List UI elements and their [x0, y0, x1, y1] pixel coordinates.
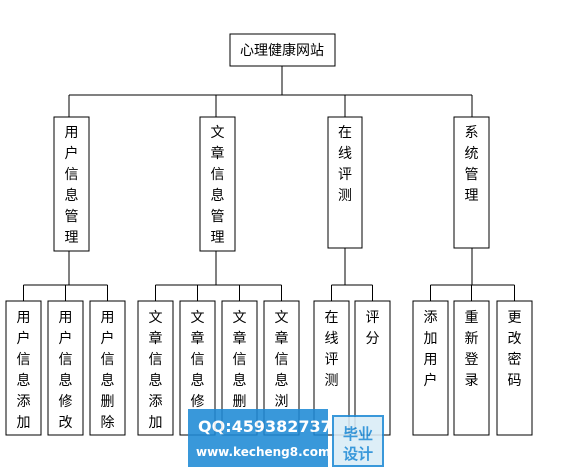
leaf-label: 用户信息删除: [101, 310, 115, 431]
leaf-box: [354, 300, 391, 436]
leaf-box: [47, 300, 84, 436]
watermark-url: www.kecheng8.com: [196, 445, 331, 459]
watermark-tag-line1: 毕业: [342, 425, 373, 443]
watermark: QQ:459382737 www.kecheng8.com 毕业 设计: [188, 409, 386, 467]
module-label: 系统管理: [465, 125, 479, 204]
watermark-tag: 毕业 设计: [332, 415, 384, 467]
leaf-box: [89, 300, 126, 436]
module-label: 用户信息管理: [65, 125, 79, 246]
leaf-label: 更改密码: [508, 310, 522, 389]
module-label: 在线评测: [338, 125, 352, 204]
leaf-box: [453, 300, 490, 436]
root-node: 心理健康网站: [229, 33, 336, 67]
watermark-main-panel: QQ:459382737 www.kecheng8.com: [188, 409, 332, 467]
connector-lines: [23, 66, 515, 301]
leaf-label: 文章信息浏: [275, 310, 289, 410]
module-label: 文章信息管理: [211, 125, 225, 246]
watermark-qq: QQ:459382737: [198, 417, 332, 436]
leaf-nodes: 用户信息添加 用户信息修改 用户信息删除 文章信息添加 文章信息修 文章信息删 文章信息浏 在…: [5, 300, 533, 436]
leaf-box: [5, 300, 42, 436]
module-box: [53, 116, 90, 252]
leaf-label: 文章信息添加: [149, 310, 163, 431]
watermark-tag-line2: 设计: [342, 445, 373, 463]
leaf-box: [496, 300, 533, 436]
module-nodes: 用户信息管理 文章信息管理 在线评测 系统管理: [53, 116, 490, 252]
module-box: [327, 116, 363, 249]
leaf-label: 在线评测: [325, 310, 339, 389]
leaf-label: 重新登录: [465, 310, 479, 389]
leaf-box: [412, 300, 449, 436]
leaf-box: [137, 300, 174, 436]
leaf-label: 用户信息添加: [17, 310, 31, 431]
leaf-label: 添加用户: [424, 310, 438, 389]
leaf-label: 用户信息修改: [59, 310, 73, 431]
module-box: [453, 116, 490, 249]
module-box: [199, 116, 236, 252]
leaf-label: 文章信息删: [233, 310, 247, 410]
root-label: 心理健康网站: [240, 42, 324, 59]
leaf-label: 评分: [366, 310, 380, 347]
leaf-label: 文章信息修: [191, 310, 205, 410]
